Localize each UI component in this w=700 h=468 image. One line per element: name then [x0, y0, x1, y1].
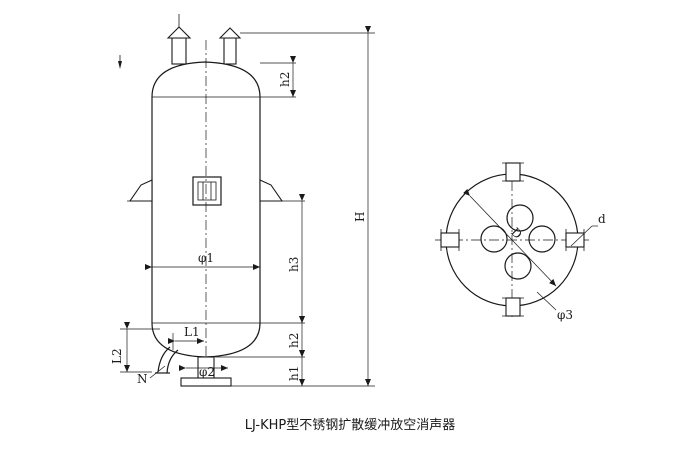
- h2-bottom-label: h2: [287, 333, 301, 348]
- lug-right: [565, 229, 585, 251]
- d-leader: [570, 225, 593, 247]
- L1-label: L1: [184, 325, 200, 339]
- side-support-right: [259, 179, 285, 202]
- section-arrow-left: [118, 61, 122, 69]
- top-view: D d φ3: [435, 162, 606, 322]
- top-nozzle-right: [218, 27, 242, 65]
- inner-hole-right: [528, 225, 556, 253]
- h2-top-label: h2: [278, 72, 292, 87]
- top-nozzle-left: [166, 14, 192, 65]
- phi2-label: φ2: [199, 365, 215, 379]
- lug-left: [440, 229, 460, 251]
- center-inlet: [192, 176, 222, 206]
- L2-label: L2: [110, 348, 124, 364]
- inner-hole-left: [480, 225, 508, 253]
- side-support-left: [127, 179, 153, 202]
- D-dimension-line: [462, 188, 557, 287]
- d-label: d: [598, 212, 606, 226]
- side-view: φ1 φ2 L1 L2 N h2 h3: [110, 14, 375, 387]
- phi1-label: φ1: [198, 251, 214, 265]
- H-label: H: [353, 212, 367, 222]
- drain-nozzle-N: [155, 346, 179, 374]
- lug-top: [502, 162, 524, 182]
- figure-caption: LJ-KHP型不锈钢扩散缓冲放空消声器: [244, 418, 456, 433]
- h1-label: h1: [287, 366, 301, 381]
- N-label: N: [137, 372, 148, 386]
- N-leader: [149, 365, 166, 379]
- lug-bottom: [502, 297, 524, 317]
- phi3-leader: [536, 291, 557, 311]
- phi3-label: φ3: [557, 308, 573, 322]
- h3-label: h3: [287, 257, 301, 272]
- inner-hole-bottom: [504, 252, 532, 280]
